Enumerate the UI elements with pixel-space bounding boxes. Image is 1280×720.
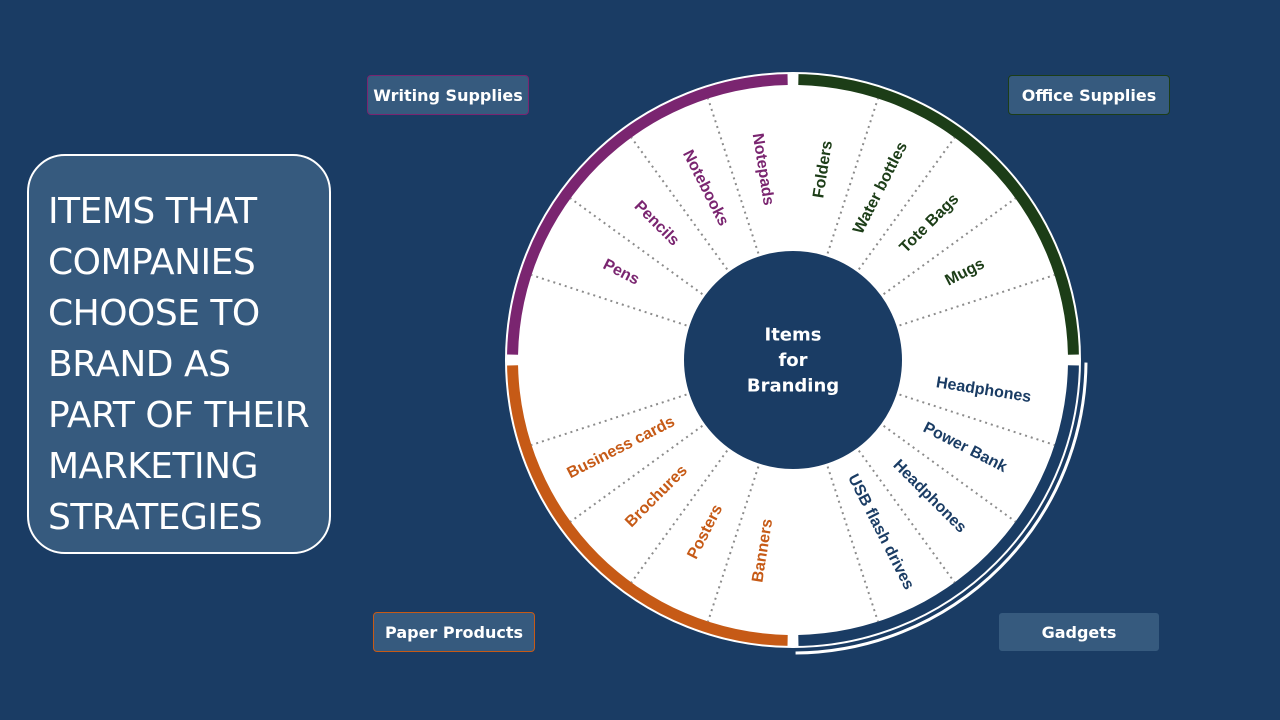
paper-products-label: Paper Products	[373, 612, 535, 652]
center-hub	[682, 249, 904, 471]
office-supplies-label: Office Supplies	[1008, 75, 1170, 115]
gadgets-label: Gadgets	[998, 612, 1160, 652]
center-title-line: for	[778, 350, 807, 371]
page-title: ITEMS THAT COMPANIES CHOOSE TO BRAND AS …	[48, 191, 310, 538]
title-box: ITEMS THAT COMPANIES CHOOSE TO BRAND AS …	[27, 154, 331, 554]
writing-supplies-label-text: Writing Supplies	[373, 85, 523, 105]
gadgets-outer-band	[795, 362, 1088, 655]
writing-supplies-label: Writing Supplies	[367, 75, 529, 115]
center-title-line: Branding	[747, 376, 839, 397]
office-supplies-label-text: Office Supplies	[1021, 85, 1157, 105]
paper-products-label-text: Paper Products	[385, 622, 523, 642]
center-title-line: Items	[765, 325, 822, 346]
wheel-outline	[505, 72, 1081, 648]
gadgets-label-text: Gadgets	[1041, 622, 1117, 642]
